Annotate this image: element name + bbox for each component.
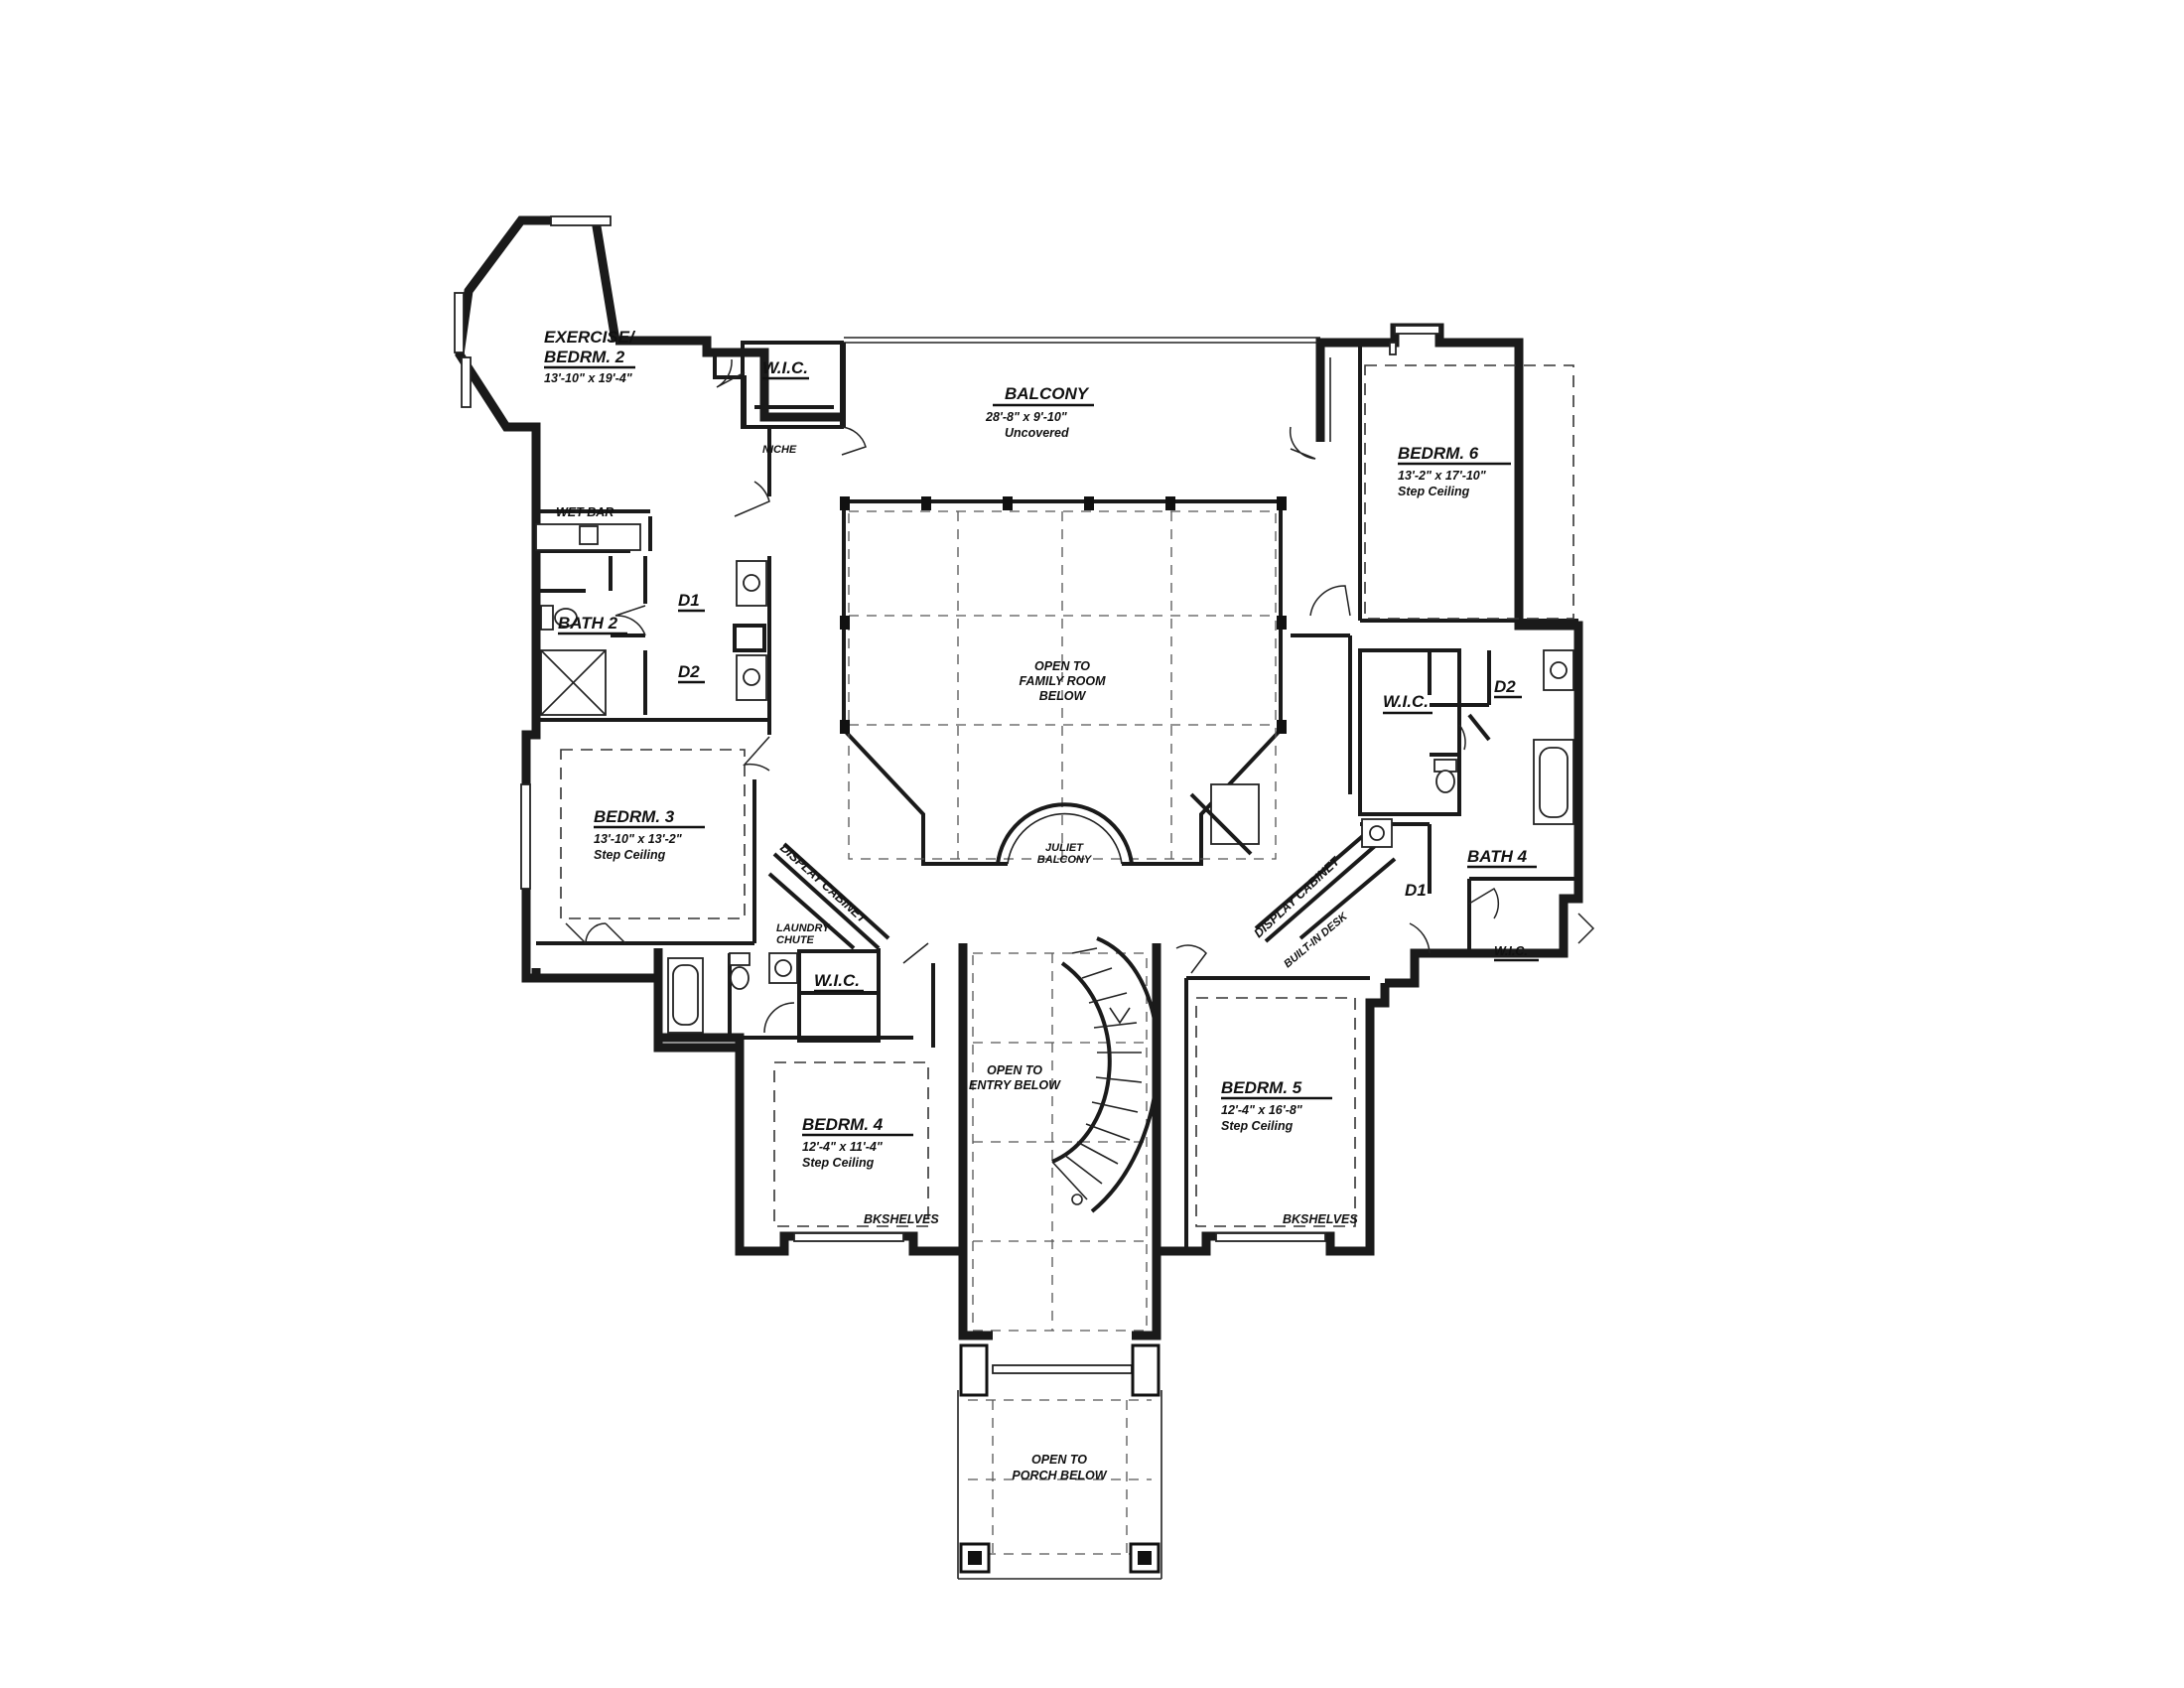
bath2-label: BATH 2: [558, 614, 618, 633]
bath2-d1-label: D1: [678, 591, 700, 610]
exercise-label-line1: EXERCISE/: [544, 328, 636, 347]
bath4-wic-label: W.I.C.: [1494, 944, 1528, 958]
family-room-grid: [840, 496, 1287, 865]
bedrm4-dims: 12'-4" x 11'-4": [802, 1140, 884, 1154]
curved-staircase: [1051, 936, 1160, 1213]
exercise-dims: 13'-10" x 19'-4": [544, 371, 633, 385]
doors: [565, 358, 1595, 1034]
open-entry-line2: ENTRY BELOW: [969, 1078, 1061, 1092]
bedrm6-note: Step Ceiling: [1398, 485, 1470, 498]
windows: [454, 215, 1440, 1374]
bedrm3-note: Step Ceiling: [594, 848, 666, 862]
bath4-d1-label: D1: [1405, 881, 1427, 900]
bath2-d2-label: D2: [678, 662, 700, 681]
porch: [957, 1343, 1162, 1580]
bedrm4-note: Step Ceiling: [802, 1156, 875, 1170]
bedrm4-label: BEDRM. 4: [802, 1115, 884, 1134]
open-family-line2: FAMILY ROOM: [1019, 674, 1106, 688]
entry-open-area: [972, 952, 1148, 1332]
balcony-note: Uncovered: [1005, 426, 1069, 440]
d2-right-label: D2: [1494, 677, 1516, 696]
bedrm6-label: BEDRM. 6: [1398, 444, 1479, 463]
wet-bar-label: WET BAR: [556, 505, 614, 519]
bedrm4-shelves: BKSHELVES: [864, 1212, 939, 1226]
balcony-label: BALCONY: [1005, 384, 1090, 403]
bedrm3-dims: 13'-10" x 13'-2": [594, 832, 683, 846]
laundry-line2: CHUTE: [776, 934, 815, 946]
balcony-dims: 28'-8" x 9'-10": [985, 410, 1068, 424]
display-cabinet-left-label: DISPLAY CABINET: [777, 841, 871, 926]
bedrm3-label: BEDRM. 3: [594, 807, 675, 826]
juliet-line1: JULIET: [1045, 842, 1084, 854]
wic-top-left-label: W.I.C.: [762, 358, 808, 377]
bedrm5-note: Step Ceiling: [1221, 1119, 1294, 1133]
bedrm5-label: BEDRM. 5: [1221, 1078, 1302, 1097]
step-ceiling-outlines: [560, 364, 1574, 1227]
bedrm5-shelves: BKSHELVES: [1283, 1212, 1358, 1226]
wic-mid-label: W.I.C.: [814, 971, 860, 990]
exercise-label-line2: BEDRM. 2: [544, 348, 625, 366]
open-family-line1: OPEN TO: [1034, 659, 1090, 673]
niche-label: NICHE: [762, 444, 797, 456]
bath4-label: BATH 4: [1467, 847, 1528, 866]
wic-right-label: W.I.C.: [1383, 692, 1429, 711]
fixtures: [540, 525, 1574, 1034]
bedrm6-dims: 13'-2" x 17'-10": [1398, 469, 1487, 483]
open-family-line3: BELOW: [1039, 689, 1087, 703]
bedrm5-dims: 12'-4" x 16'-8": [1221, 1103, 1303, 1117]
juliet-line2: BALCONY: [1037, 854, 1093, 866]
open-porch-line2: PORCH BELOW: [1012, 1469, 1107, 1482]
porch-columns: [959, 1343, 1160, 1574]
laundry-line1: LAUNDRY: [776, 922, 831, 934]
column-markers: [840, 496, 1287, 734]
open-entry-line1: OPEN TO: [987, 1063, 1042, 1077]
open-porch-line1: OPEN TO: [1031, 1453, 1087, 1467]
